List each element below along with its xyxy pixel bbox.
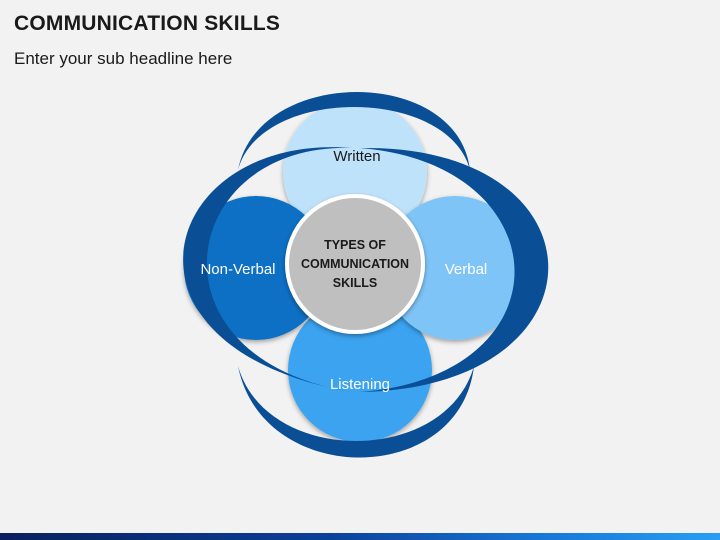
- footer-accent-bar: [0, 533, 720, 540]
- ring-left-crescent: [183, 147, 352, 392]
- center-label-line3: SKILLS: [333, 276, 377, 290]
- petal-right-circle: [383, 196, 527, 340]
- ring-right-crescent: [360, 147, 549, 392]
- petal-label-non-verbal: Non-Verbal: [200, 261, 275, 278]
- center-label-line1: TYPES OF: [324, 238, 386, 252]
- page-title: COMMUNICATION SKILLS: [14, 12, 281, 35]
- center-label-line2: COMMUNICATION: [301, 257, 409, 271]
- ring-top-crescent: [238, 92, 470, 170]
- ring-bottom-crescent: [238, 366, 474, 458]
- crescent-rings: [183, 92, 549, 458]
- center-circle: [285, 194, 425, 334]
- petal-left-circle: [184, 196, 328, 340]
- petal-label-listening: Listening: [330, 376, 390, 393]
- petal-label-written: Written: [333, 148, 380, 165]
- petal-label-verbal: Verbal: [445, 261, 488, 278]
- page-subtitle: Enter your sub headline here: [14, 49, 233, 68]
- petal-bottom-circle: [288, 298, 432, 442]
